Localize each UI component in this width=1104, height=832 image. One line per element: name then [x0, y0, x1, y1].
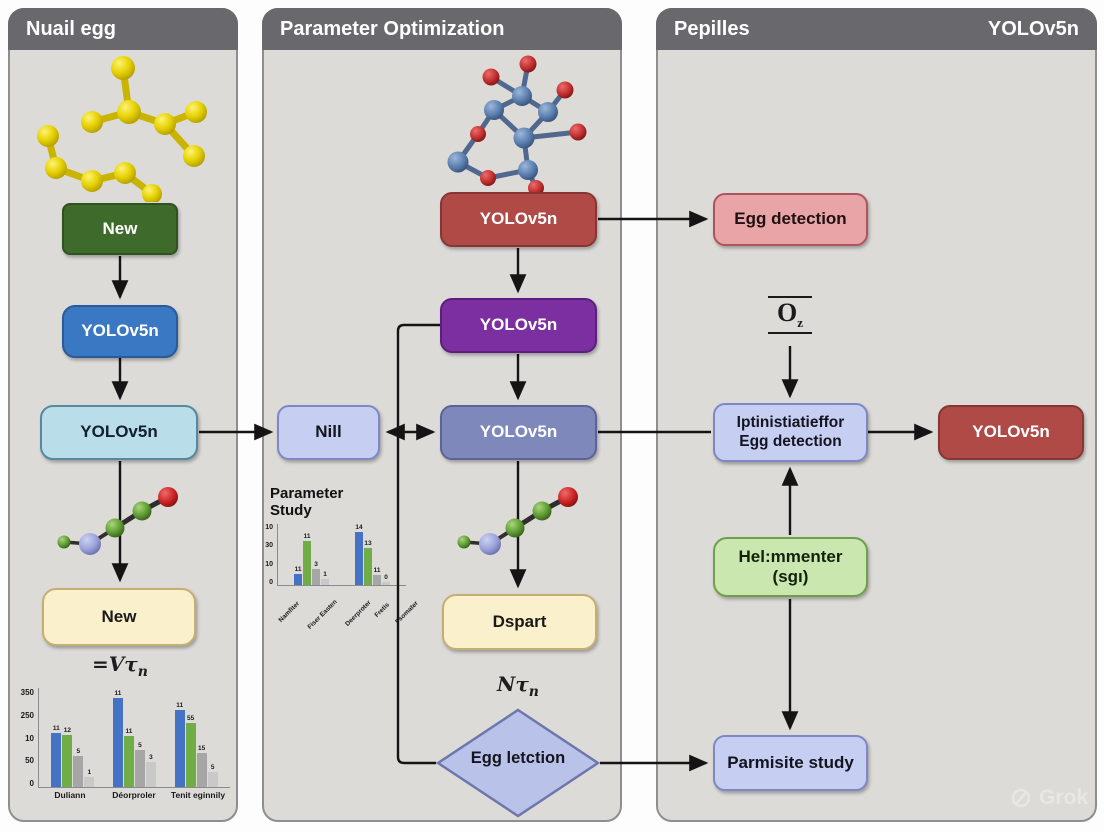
node-helmmenter-line2: (sgı) — [772, 567, 809, 586]
series-blue-bar — [112, 697, 123, 787]
node-helmmenter-line1: Hel:mmenter — [738, 546, 843, 566]
series-blue-bar — [355, 532, 363, 585]
series-lightgray-bar — [382, 581, 390, 585]
node-helmmenter: Hel:mmenter (sgı) — [713, 537, 868, 597]
o2-sub: z — [797, 315, 803, 331]
panel-left-title: Nuail egg — [26, 17, 117, 40]
grok-watermark-text: Grok — [1038, 786, 1088, 809]
parameter-study-title: Parameter Study — [270, 485, 344, 520]
series-green-bar — [364, 548, 372, 585]
panel-left-header: Nuail egg — [8, 8, 238, 50]
node-egg-letction-diamond: Egg letction — [470, 749, 566, 767]
panel-right-title: Pepilles — [674, 17, 750, 40]
node-new-top: New — [62, 203, 178, 255]
formula-ntn-sub: n — [528, 684, 539, 700]
formula-vtn-sub: n — [137, 664, 148, 680]
o2-symbol: Oz — [762, 296, 818, 335]
series-gray-bar — [373, 575, 381, 585]
panel-middle-header: Parameter Optimization — [262, 8, 622, 50]
formula-vtn: =Vτn — [40, 652, 200, 680]
series-gray-bar — [73, 756, 84, 787]
series-green-bar — [62, 734, 73, 787]
series-blue-bar — [174, 709, 185, 787]
node-dspart: Dspart — [442, 594, 597, 650]
series-lightgray-bar — [145, 762, 156, 787]
series-gray-bar — [134, 750, 145, 787]
series-lightgray-bar — [84, 777, 95, 787]
series-gray-bar — [196, 753, 207, 787]
series-blue-bar — [294, 574, 302, 585]
node-yolov5n-red-middle: YOLOv5n — [440, 192, 597, 247]
panel-right-title-secondary: YOLOv5n — [987, 17, 1079, 40]
formula-vtn-text: =Vτ — [92, 652, 138, 676]
node-optimization-line1: Iptinistiatieffor — [736, 414, 845, 432]
series-lightgray-bar — [207, 772, 218, 787]
parameter-study-title-line2: Study — [270, 501, 312, 519]
parameter-study-title-line1: Parameter — [270, 485, 344, 502]
node-optimization-line2: Egg detection — [739, 432, 842, 450]
formula-ntn: Nτn — [468, 672, 568, 700]
node-optimization-egg-detection: Iptinistiatieffor Egg detection — [713, 403, 868, 462]
series-lightgray-bar — [321, 578, 329, 585]
node-egg-detection: Egg detection — [713, 193, 868, 246]
node-yolov5n-blue: YOLOv5n — [62, 305, 178, 358]
decision-diamond-shape — [436, 708, 600, 818]
series-gray-bar — [312, 568, 320, 585]
series-green-bar — [185, 722, 196, 787]
o2-main: O — [776, 298, 798, 327]
series-green-bar — [303, 541, 311, 585]
node-new-bottom: New — [42, 588, 196, 646]
node-yolov5n-lightblue: YOLOv5n — [40, 405, 198, 460]
panel-right-header: Pepilles YOLOv5n — [656, 8, 1097, 50]
grok-logo-icon — [1011, 788, 1031, 808]
node-yolov5n-purple: YOLOv5n — [440, 298, 597, 353]
node-nill: Nill — [277, 405, 380, 460]
node-yolov5n-red-right: YOLOv5n — [938, 405, 1084, 460]
node-parmisite-study: Parmisite study — [713, 735, 868, 791]
series-blue-bar — [51, 732, 62, 787]
grok-watermark: Grok — [1010, 786, 1088, 810]
series-green-bar — [123, 735, 134, 787]
formula-ntn-text: Nτ — [497, 672, 529, 696]
panel-middle-title: Parameter Optimization — [280, 17, 505, 40]
node-yolov5n-slate: YOLOv5n — [440, 405, 597, 460]
